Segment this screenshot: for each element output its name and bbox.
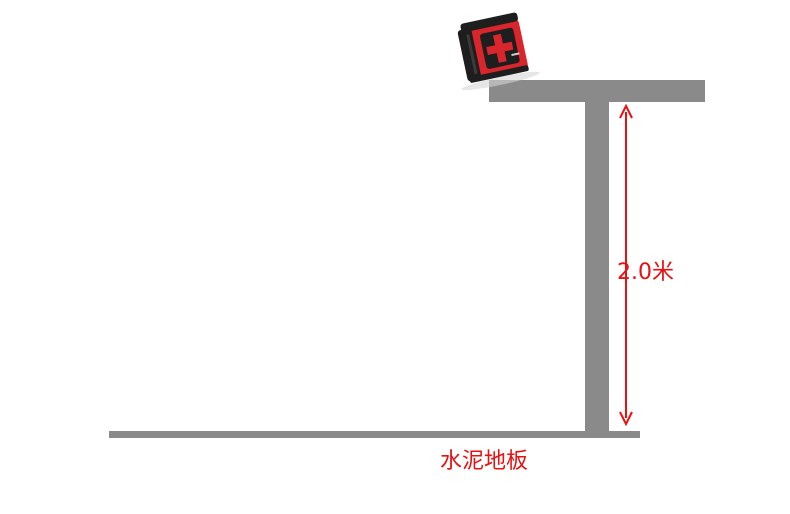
height-dimension-label: 2.0米 — [617, 260, 674, 285]
concrete-floor — [109, 431, 640, 438]
concrete-floor-label: 水泥地板 — [440, 449, 529, 474]
arrow-head-bottom — [619, 411, 633, 427]
height-dimension-arrow — [619, 103, 633, 427]
cross-line-laser-level-icon — [457, 12, 540, 91]
support-post — [585, 100, 609, 432]
arrow-head-top — [619, 103, 633, 119]
platform-top — [489, 80, 705, 102]
